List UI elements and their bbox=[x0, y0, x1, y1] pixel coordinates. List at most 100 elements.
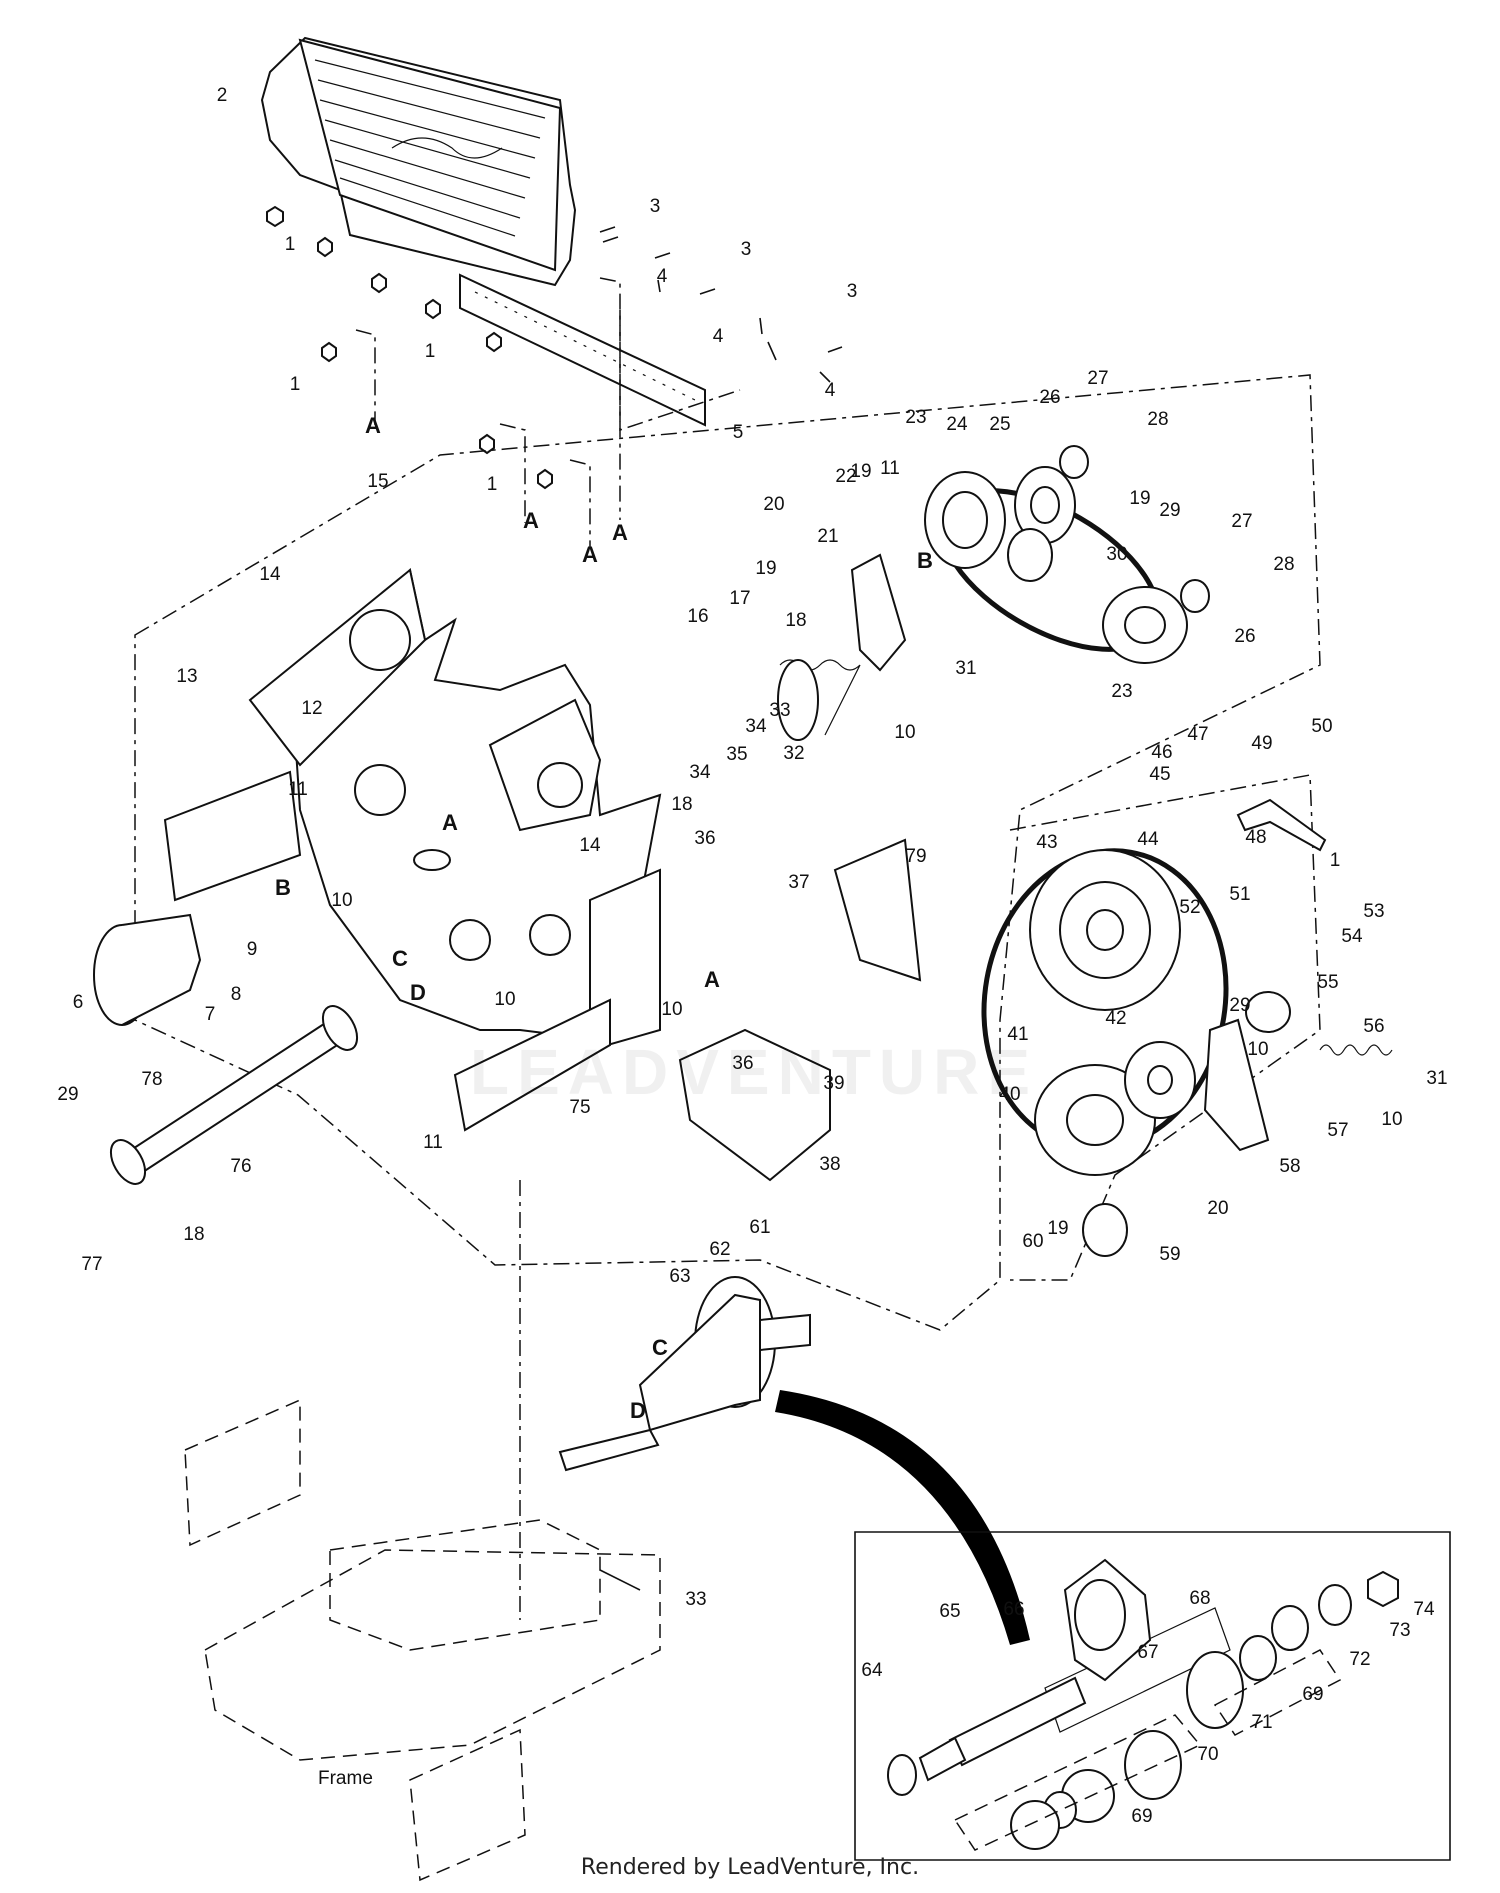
callout-79: 79 bbox=[905, 846, 926, 867]
callout-22: 22 bbox=[835, 466, 856, 487]
callout-72: 72 bbox=[1349, 1649, 1370, 1670]
callout-14: 14 bbox=[579, 835, 601, 856]
watermark: LEADVENTURE bbox=[470, 1036, 1039, 1108]
callout-78: 78 bbox=[141, 1069, 162, 1090]
screws-3-4 bbox=[599, 226, 843, 383]
callout-30: 30 bbox=[1106, 544, 1127, 565]
callout-1: 1 bbox=[425, 341, 436, 362]
callout-32: 32 bbox=[783, 743, 804, 764]
callout-24: 24 bbox=[946, 414, 968, 435]
ref-letter-A: A bbox=[365, 413, 381, 438]
callout-41: 41 bbox=[1007, 1024, 1028, 1045]
callout-29: 29 bbox=[1229, 995, 1250, 1016]
top-fasteners bbox=[266, 205, 553, 490]
callout-25: 25 bbox=[989, 414, 1010, 435]
mounting-strip bbox=[459, 273, 706, 427]
callout-46: 46 bbox=[1151, 742, 1172, 763]
callout-55: 55 bbox=[1317, 972, 1338, 993]
callout-35: 35 bbox=[726, 744, 747, 765]
callout-73: 73 bbox=[1389, 1620, 1410, 1641]
spring-56 bbox=[1319, 1044, 1393, 1056]
callout-69: 69 bbox=[1131, 1806, 1152, 1827]
callout-4: 4 bbox=[657, 266, 668, 287]
callout-53: 53 bbox=[1363, 901, 1384, 922]
callout-28: 28 bbox=[1147, 409, 1168, 430]
ref-letter-D: D bbox=[630, 1398, 646, 1423]
callout-43: 43 bbox=[1036, 832, 1057, 853]
callout-20: 20 bbox=[763, 494, 784, 515]
callout-19: 19 bbox=[1047, 1218, 1068, 1239]
callout-10: 10 bbox=[661, 999, 682, 1020]
callout-65: 65 bbox=[939, 1601, 960, 1622]
flange-6 bbox=[93, 913, 202, 1026]
callout-20: 20 bbox=[1207, 1198, 1228, 1219]
callout-23: 23 bbox=[905, 407, 926, 428]
idler-arm-22 bbox=[850, 553, 907, 672]
callout-3: 3 bbox=[650, 196, 661, 217]
callout-7: 7 bbox=[205, 1004, 216, 1025]
callout-29: 29 bbox=[1159, 500, 1180, 521]
callout-38: 38 bbox=[819, 1154, 840, 1175]
lower-pulley-set bbox=[981, 774, 1321, 1281]
callout-5: 5 bbox=[733, 422, 744, 443]
callout-40: 40 bbox=[999, 1084, 1020, 1105]
callout-9: 9 bbox=[247, 939, 258, 960]
callout-21: 21 bbox=[817, 526, 838, 547]
callout-8: 8 bbox=[231, 984, 242, 1005]
callout-66: 66 bbox=[1003, 1599, 1024, 1620]
callout-63: 63 bbox=[669, 1266, 690, 1287]
callout-23: 23 bbox=[1111, 681, 1132, 702]
ref-letter-A: A bbox=[704, 967, 720, 992]
callout-49: 49 bbox=[1251, 733, 1272, 754]
callout-44: 44 bbox=[1137, 829, 1159, 850]
callout-69: 69 bbox=[1302, 1684, 1323, 1705]
frame-assembly bbox=[184, 1180, 661, 1882]
left-plate bbox=[163, 770, 302, 902]
callout-18: 18 bbox=[671, 794, 692, 815]
callout-18: 18 bbox=[183, 1224, 204, 1245]
callout-33: 33 bbox=[769, 700, 790, 721]
ref-letter-B: B bbox=[275, 875, 291, 900]
spring-32-body bbox=[777, 659, 819, 741]
callout-13: 13 bbox=[176, 666, 197, 687]
ref-letter-A: A bbox=[442, 810, 458, 835]
callout-19: 19 bbox=[755, 558, 776, 579]
rear-cover-75 bbox=[453, 998, 611, 1132]
callout-74: 74 bbox=[1413, 1599, 1435, 1620]
callout-71: 71 bbox=[1251, 1712, 1272, 1733]
callout-15: 15 bbox=[367, 471, 388, 492]
detail-inset bbox=[854, 1531, 1451, 1861]
callout-58: 58 bbox=[1279, 1156, 1300, 1177]
callout-36: 36 bbox=[694, 828, 715, 849]
ref-letter-B: B bbox=[917, 548, 933, 573]
footer-credit: Rendered by LeadVenture, Inc. bbox=[580, 1855, 920, 1880]
reference-lines-A bbox=[355, 277, 741, 548]
ref-letter-A: A bbox=[523, 508, 539, 533]
ref-letter-D: D bbox=[410, 980, 426, 1005]
callout-52: 52 bbox=[1179, 897, 1200, 918]
callout-28: 28 bbox=[1273, 554, 1294, 575]
guard-38 bbox=[678, 1028, 831, 1182]
callout-48: 48 bbox=[1245, 827, 1266, 848]
callout-76: 76 bbox=[230, 1156, 251, 1177]
callout-59: 59 bbox=[1159, 1244, 1180, 1265]
bracket-79 bbox=[833, 838, 922, 982]
callout-10: 10 bbox=[331, 890, 352, 911]
callout-12: 12 bbox=[301, 698, 322, 719]
callout-39: 39 bbox=[823, 1073, 844, 1094]
callout-36: 36 bbox=[732, 1053, 753, 1074]
grille-panel bbox=[260, 36, 577, 287]
callout-29: 29 bbox=[57, 1084, 78, 1105]
callout-75: 75 bbox=[569, 1097, 590, 1118]
callout-19: 19 bbox=[1129, 488, 1150, 509]
callout-62: 62 bbox=[709, 1239, 730, 1260]
callout-61: 61 bbox=[749, 1217, 770, 1238]
upper-pulley-set bbox=[924, 445, 1210, 664]
axle-housing-63 bbox=[558, 1276, 811, 1472]
callout-18: 18 bbox=[785, 610, 806, 631]
callout-4: 4 bbox=[825, 380, 836, 401]
callout-70: 70 bbox=[1197, 1744, 1218, 1765]
callout-42: 42 bbox=[1105, 1008, 1126, 1029]
